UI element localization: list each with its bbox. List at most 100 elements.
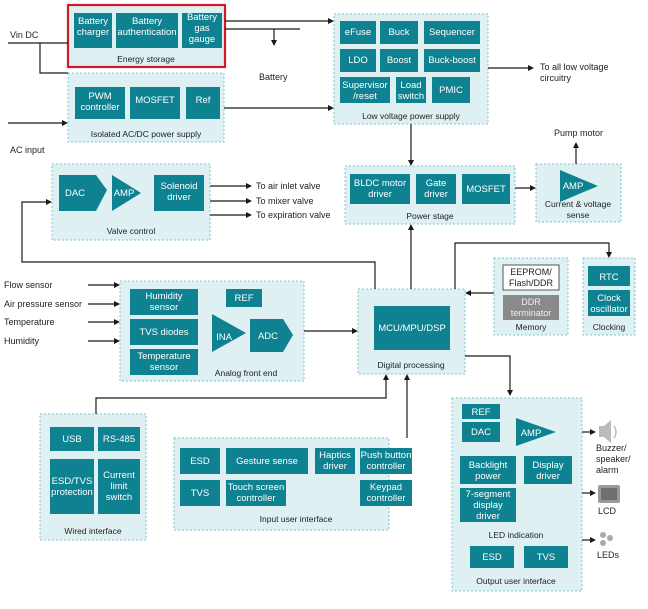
dac-valve-label: DAC bbox=[65, 188, 85, 199]
group-captions: Energy storage Isolated AC/DC power supp… bbox=[64, 54, 625, 586]
power-stage-caption: Power stage bbox=[406, 211, 454, 221]
battery-charger-block bbox=[74, 13, 112, 48]
bldc-block bbox=[350, 174, 410, 204]
vin-dc-label: Vin DC bbox=[10, 30, 39, 40]
mcu-block bbox=[374, 306, 450, 350]
ac-input-label: AC input bbox=[10, 145, 45, 155]
boost-label: Boost bbox=[387, 55, 412, 66]
ina-block bbox=[212, 314, 246, 352]
lcd-icon bbox=[598, 485, 620, 503]
dac-valve-block bbox=[59, 175, 107, 211]
input-ui-caption: Input user interface bbox=[260, 514, 333, 524]
ldo-block bbox=[340, 49, 376, 72]
battery-auth-block bbox=[116, 13, 178, 48]
display-block bbox=[524, 456, 572, 484]
buck-boost-label: Buck-boost bbox=[428, 55, 476, 66]
expiration-label: To expiration valve bbox=[256, 210, 331, 220]
ldo-label: LDO bbox=[348, 55, 368, 66]
pmic-block bbox=[432, 77, 470, 103]
push-btn-block bbox=[360, 448, 412, 474]
buck-label: Buck bbox=[388, 27, 409, 38]
gesture-label: Gesture sense bbox=[236, 456, 298, 467]
tvs-afe-label: TVS diodes bbox=[139, 327, 188, 338]
energy-caption: Energy storage bbox=[117, 54, 175, 64]
amp-out-label: AMP bbox=[521, 428, 542, 439]
temp-sensor-block bbox=[130, 349, 198, 375]
gesture-block bbox=[226, 448, 308, 474]
adc-block bbox=[250, 319, 293, 352]
memory-caption: Memory bbox=[516, 322, 547, 332]
external-labels: Vin DC AC input Battery To all low volta… bbox=[4, 30, 631, 560]
rtc-label: RTC bbox=[599, 272, 618, 283]
mixer-label: To mixer valve bbox=[256, 196, 314, 206]
efuse-block bbox=[340, 21, 376, 44]
afe-caption: Analog front end bbox=[215, 368, 278, 378]
wired-caption: Wired interface bbox=[64, 526, 121, 536]
clocking-caption: Clocking bbox=[593, 322, 626, 332]
blocks bbox=[50, 13, 630, 568]
mosfet-acdc-block bbox=[130, 87, 180, 119]
lcd-label: LCD bbox=[598, 506, 617, 516]
battery-label: Battery bbox=[259, 72, 288, 82]
supervisor-label: Supervisor/reset bbox=[342, 80, 387, 102]
tvs-in-block bbox=[180, 480, 220, 506]
wires bbox=[8, 18, 612, 543]
usb-block bbox=[50, 427, 94, 451]
speaker-icon bbox=[599, 420, 617, 443]
ref-afe-block bbox=[226, 289, 262, 307]
keypad-block bbox=[360, 480, 412, 506]
tvs-in-label: TVS bbox=[191, 488, 209, 499]
air-pressure-label: Air pressure sensor bbox=[4, 299, 82, 309]
tvs-afe-block bbox=[130, 319, 198, 345]
mosfet-acdc-label: MOSFET bbox=[135, 95, 175, 106]
dac-out-block bbox=[462, 422, 500, 442]
mcu-label: MCU/MPU/DSP bbox=[378, 323, 446, 334]
esd-out-block bbox=[470, 546, 514, 568]
efuse-label: eFuse bbox=[345, 27, 371, 38]
digital-caption: Digital processing bbox=[377, 360, 444, 370]
adc-label: ADC bbox=[258, 331, 278, 342]
rs485-label: RS-485 bbox=[103, 434, 135, 445]
clock-osc-block bbox=[588, 290, 630, 316]
pump-label: Pump motor bbox=[554, 128, 603, 138]
supervisor-block bbox=[340, 77, 390, 103]
mosfet-ps-block bbox=[462, 174, 510, 204]
boost-block bbox=[380, 49, 418, 72]
ref-out-label: REF bbox=[472, 407, 491, 418]
ddr-term-block bbox=[503, 295, 559, 320]
pmic-label: PMIC bbox=[439, 85, 463, 96]
buck-block bbox=[380, 21, 418, 44]
ref-acdc-label: Ref bbox=[196, 95, 211, 106]
ref-out-block bbox=[462, 404, 500, 419]
usb-label: USB bbox=[62, 434, 82, 445]
mosfet-ps-label: MOSFET bbox=[466, 184, 506, 195]
rtc-block bbox=[588, 266, 630, 286]
solenoid-block bbox=[154, 175, 204, 211]
ref-acdc-block bbox=[186, 87, 220, 119]
humidity-in-label: Humidity bbox=[4, 336, 40, 346]
esd-in-block bbox=[180, 448, 220, 474]
amp-cs-block bbox=[560, 170, 598, 202]
acdc-caption: Isolated AC/DC power supply bbox=[91, 129, 202, 139]
flow-label: Flow sensor bbox=[4, 280, 53, 290]
output-ui-caption: Output user interface bbox=[476, 576, 556, 586]
sequencer-block bbox=[424, 21, 480, 44]
energy-highlight bbox=[66, 3, 227, 69]
amp-valve-block bbox=[112, 175, 141, 211]
dac-out-label: DAC bbox=[471, 427, 491, 438]
